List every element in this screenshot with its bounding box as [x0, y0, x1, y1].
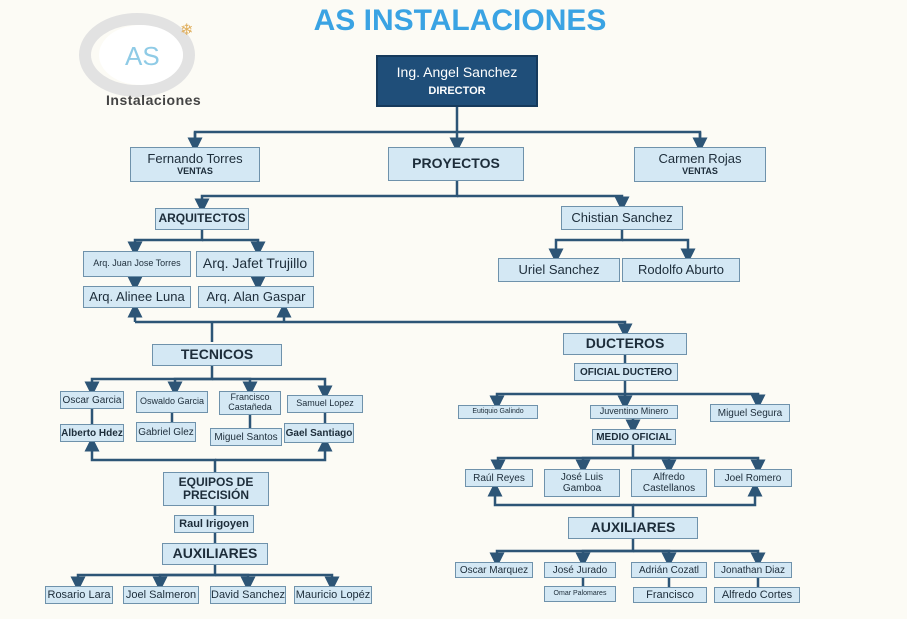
- member-box: Arq. Alan Gaspar: [198, 286, 314, 308]
- chistian-box: Chistian Sanchez: [561, 206, 683, 230]
- member-box: Raúl Reyes: [465, 469, 533, 487]
- proyectos-box: PROYECTOS: [388, 147, 524, 181]
- company-logo: AS ❄: [75, 10, 225, 110]
- member-box: Jonathan Diaz: [714, 562, 792, 578]
- role: VENTAS: [682, 165, 718, 176]
- ducteros-box: DUCTEROS: [563, 333, 687, 355]
- member-box: José Luis Gamboa: [544, 469, 620, 497]
- member-box: José Jurado: [544, 562, 616, 578]
- member-box: Eutiquio Galindo: [458, 405, 538, 419]
- member-box: Joel Salmeron: [123, 586, 199, 604]
- logo-text: Instalaciones: [106, 92, 202, 108]
- director-name: Ing. Angel Sanchez: [396, 64, 518, 81]
- member-box: Rodolfo Aburto: [622, 258, 740, 282]
- medio-oficial-box: MEDIO OFICIAL: [592, 429, 676, 445]
- member-box: Gael Santiago: [284, 423, 354, 443]
- svg-text:❄: ❄: [180, 22, 193, 39]
- member-box: Arq. Jafet Trujillo: [196, 251, 314, 277]
- oficial-ductero-box: OFICIAL DUCTERO: [574, 363, 678, 381]
- auxiliares-left-box: AUXILIARES: [162, 543, 268, 565]
- member-box: David Sanchez: [210, 586, 286, 604]
- member-box: Oscar Marquez: [455, 562, 533, 578]
- member-box: Samuel Lopez: [287, 395, 363, 413]
- member-box: Alfredo Castellanos: [631, 469, 707, 497]
- member-box: Joel Romero: [714, 469, 792, 487]
- member-box: Oscar Garcia: [60, 391, 124, 409]
- member-box: Adrián Cozatl: [631, 562, 707, 578]
- director-role: DIRECTOR: [428, 84, 486, 97]
- member-box: Oswaldo Garcia: [136, 391, 208, 413]
- member-box: Uriel Sanchez: [498, 258, 620, 282]
- member-box: Mauricio Lopéz: [294, 586, 372, 604]
- svg-text:AS: AS: [125, 41, 160, 71]
- member-box: Francisco: [633, 587, 707, 603]
- name: Fernando Torres: [147, 151, 243, 167]
- tecnicos-box: TECNICOS: [152, 344, 282, 366]
- member-box: Gabriel Glez: [136, 422, 196, 442]
- member-box: Alfredo Cortes: [714, 587, 800, 603]
- member-box: Miguel Segura: [710, 404, 790, 422]
- arquitectos-box: ARQUITECTOS: [155, 208, 249, 230]
- member-box: Arq. Alinee Luna: [83, 286, 191, 308]
- equipos-box: EQUIPOS DE PRECISIÓN: [163, 472, 269, 506]
- role: VENTAS: [177, 165, 213, 176]
- member-box: Miguel Santos: [210, 428, 282, 446]
- member-box: Rosario Lara: [45, 586, 113, 604]
- member-box: Arq. Juan Jose Torres: [83, 251, 191, 277]
- raul-irigoyen-box: Raul Irigoyen: [174, 515, 254, 533]
- auxiliares-right-box: AUXILIARES: [568, 517, 698, 539]
- name: Carmen Rojas: [658, 151, 742, 167]
- member-box: Juventino Minero: [590, 405, 678, 419]
- page-title: AS INSTALACIONES: [313, 4, 607, 37]
- member-box: Alberto Hdez: [60, 424, 124, 442]
- member-box: Francisco Castañeda: [219, 391, 281, 415]
- member-box: Omar Palomares: [544, 586, 616, 602]
